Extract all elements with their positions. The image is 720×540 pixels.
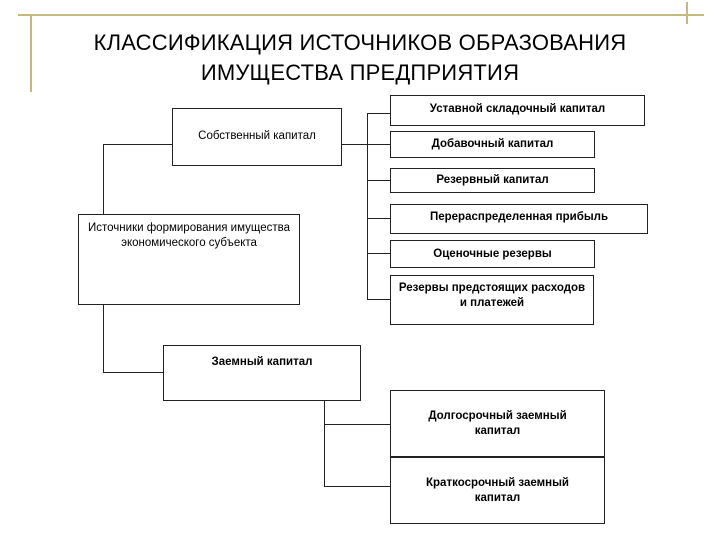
connector-borrowed-item-1 bbox=[324, 424, 390, 425]
node-own-item-2: Добавочный капитал bbox=[390, 131, 595, 158]
connector-borrowed-item-2 bbox=[324, 486, 390, 487]
node-own-capital-label: Собственный капитал bbox=[198, 130, 316, 142]
node-own-item-5-label: Оценочные резервы bbox=[433, 247, 552, 260]
node-root-sources-label: Источники формирования имущества экономи… bbox=[88, 222, 290, 249]
decor-line-top bbox=[18, 14, 704, 16]
node-own-item-4: Перераспределенная прибыль bbox=[390, 204, 648, 234]
node-own-capital: Собственный капитал bbox=[172, 108, 342, 166]
connector-borrowed-vertical bbox=[324, 401, 325, 486]
decor-line-right bbox=[686, 2, 688, 24]
connector-to-own-capital bbox=[103, 144, 172, 145]
node-own-item-6-label: Резервы предстоящих расходов и платежей bbox=[398, 282, 586, 309]
connector-to-borrowed-capital bbox=[103, 372, 163, 373]
connector-own-item-5 bbox=[367, 253, 390, 254]
node-own-item-1-label: Уставной складочный капитал bbox=[429, 103, 606, 115]
page-title: КЛАССИФИКАЦИЯ ИСТОЧНИКОВ ОБРАЗОВАНИЯ ИМУ… bbox=[30, 28, 690, 88]
node-own-item-4-label: Перераспределенная прибыль bbox=[429, 211, 609, 223]
node-root-sources: Источники формирования имущества экономи… bbox=[78, 214, 300, 305]
node-own-item-3-label: Резервный капитал bbox=[436, 174, 549, 186]
connector-own-capital-out bbox=[342, 144, 367, 145]
node-own-item-5: Оценочные резервы bbox=[390, 240, 595, 268]
title-line-1: КЛАССИФИКАЦИЯ ИСТОЧНИКОВ ОБРАЗОВАНИЯ bbox=[93, 30, 627, 55]
node-borrowed-item-2-label: Краткосрочный заемный капитал bbox=[426, 476, 569, 504]
connector-own-item-3 bbox=[367, 180, 390, 181]
node-own-item-2-label: Добавочный капитал bbox=[431, 138, 554, 150]
node-own-item-6: Резервы предстоящих расходов и платежей bbox=[390, 275, 594, 325]
connector-own-item-4 bbox=[367, 218, 390, 219]
node-borrowed-capital-label: Заемный капитал bbox=[211, 356, 313, 368]
node-borrowed-item-1: Долгосрочный заемный капитал bbox=[390, 390, 605, 457]
node-borrowed-item-1-label: Долгосрочный заемный капитал bbox=[428, 409, 567, 437]
node-borrowed-capital: Заемный капитал bbox=[163, 345, 361, 401]
decor-line-left bbox=[30, 14, 32, 92]
node-own-item-1: Уставной складочный капитал bbox=[390, 95, 645, 126]
connector-own-item-1 bbox=[367, 113, 390, 114]
connector-own-items-vertical bbox=[367, 113, 368, 299]
title-line-2: ИМУЩЕСТВА ПРЕДПРИЯТИЯ bbox=[200, 60, 520, 85]
connector-own-item-6 bbox=[367, 299, 390, 300]
node-own-item-3: Резервный капитал bbox=[390, 168, 595, 193]
connector-own-item-2 bbox=[367, 144, 390, 145]
node-borrowed-item-2: Краткосрочный заемный капитал bbox=[390, 457, 605, 524]
